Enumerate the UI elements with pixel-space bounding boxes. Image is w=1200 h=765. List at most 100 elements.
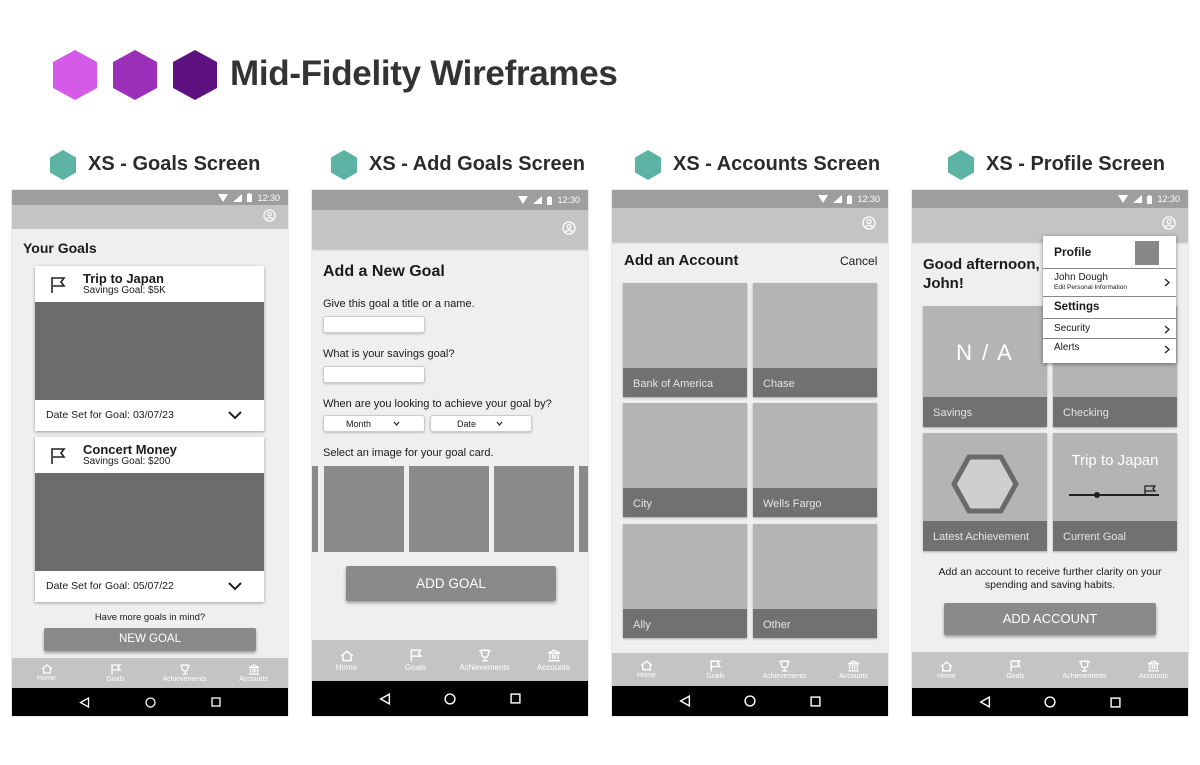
status-bar: 12:30 — [312, 190, 588, 210]
back-icon[interactable] — [79, 696, 90, 708]
chevron-down-icon — [393, 421, 400, 426]
image-option[interactable] — [409, 466, 489, 552]
greeting-line2: John! — [923, 275, 964, 292]
back-icon[interactable] — [979, 696, 991, 708]
nav-item-goals[interactable]: Goals — [381, 649, 450, 672]
chevron-down-icon[interactable] — [228, 411, 242, 420]
bottom-nav: Home Goals Achievements Accounts — [12, 658, 288, 688]
chevron-down-icon[interactable] — [228, 582, 242, 591]
hexagon-badge-icon — [951, 454, 1019, 514]
recents-icon[interactable] — [210, 697, 221, 707]
image-option[interactable] — [579, 466, 588, 552]
image-option[interactable] — [324, 466, 404, 552]
nav-item-achievements[interactable]: Achievements — [1050, 660, 1119, 680]
bottom-nav: Home Goals Achievements Accounts — [312, 640, 588, 681]
nav-item-achievements[interactable]: Achievements — [450, 649, 519, 672]
nav-item-goals[interactable]: Goals — [81, 663, 150, 683]
signal-icon — [233, 193, 243, 202]
account-circle-icon[interactable] — [562, 221, 576, 235]
bank-tile-bank-of-america[interactable]: Bank of America — [623, 283, 747, 397]
nav-item-home[interactable]: Home — [612, 660, 681, 679]
savings-tile[interactable]: N / A Savings — [923, 306, 1047, 427]
section-title-goals: XS - Goals Screen — [88, 153, 261, 175]
tile-label: City — [623, 488, 747, 517]
more-goals-prompt: Have more goals in mind? — [94, 612, 206, 623]
goal-subtitle: Savings Goal: $200 — [83, 456, 171, 467]
home-circle-icon[interactable] — [1044, 696, 1057, 708]
nav-item-home[interactable]: Home — [12, 664, 81, 682]
account-circle-icon[interactable] — [862, 216, 876, 230]
nav-item-accounts[interactable]: Accounts — [519, 649, 588, 672]
image-option[interactable] — [494, 466, 574, 552]
recents-icon[interactable] — [510, 693, 521, 704]
latest-achievement-tile[interactable]: Latest Achievement — [923, 433, 1047, 551]
home-circle-icon[interactable] — [145, 696, 156, 708]
nav-item-goals[interactable]: Goals — [681, 659, 750, 680]
bank-tile-chase[interactable]: Chase — [753, 283, 877, 397]
nav-item-achievements[interactable]: Achievements — [150, 663, 219, 683]
nav-label: Goals — [405, 663, 426, 672]
home-circle-icon[interactable] — [444, 692, 457, 705]
recents-icon[interactable] — [810, 695, 821, 707]
add-goal-button[interactable]: ADD GOAL — [346, 566, 556, 601]
nav-label: Accounts — [1139, 673, 1168, 680]
back-icon[interactable] — [679, 695, 691, 707]
home-circle-icon[interactable] — [744, 695, 757, 707]
current-goal-tile[interactable]: Trip to Japan Current Goal — [1053, 433, 1177, 551]
hexagon-icon — [948, 150, 974, 180]
image-option[interactable] — [312, 466, 318, 552]
menu-item-alerts[interactable]: Alerts — [1043, 339, 1176, 359]
nav-item-achievements[interactable]: Achievements — [750, 659, 819, 680]
savings-goal-input[interactable] — [323, 366, 425, 383]
status-time: 12:30 — [1157, 194, 1180, 204]
nav-label: Achievements — [1062, 673, 1107, 680]
nav-label: Achievements — [762, 672, 807, 680]
app-bar — [912, 208, 1188, 241]
nav-item-accounts[interactable]: Accounts — [819, 659, 888, 680]
bank-tile-city[interactable]: City — [623, 403, 747, 517]
section-title-profile: XS - Profile Screen — [986, 153, 1165, 175]
menu-item-security[interactable]: Security — [1043, 319, 1176, 338]
account-circle-icon[interactable] — [263, 209, 276, 222]
bank-tile-other[interactable]: Other — [753, 524, 877, 638]
status-time: 12:30 — [557, 195, 580, 205]
flag-icon — [710, 659, 722, 671]
nav-item-goals[interactable]: Goals — [981, 660, 1050, 680]
nav-label: Goals — [1006, 673, 1025, 680]
goal-image-placeholder — [35, 473, 264, 571]
nav-label: Achievements — [459, 663, 510, 672]
goal-card-concert-money[interactable]: Concert Money Savings Goal: $200 Date Se… — [35, 437, 264, 602]
recents-icon[interactable] — [1110, 696, 1121, 708]
tile-label: Current Goal — [1053, 521, 1177, 551]
month-select[interactable]: Month — [323, 415, 425, 432]
flag-icon — [51, 448, 66, 464]
chevron-right-icon — [1164, 325, 1170, 334]
system-nav-bar — [612, 686, 888, 716]
goal-subtitle: Savings Goal: $5K — [83, 285, 166, 296]
goal-image-placeholder — [35, 302, 264, 400]
date-select-value: Date — [457, 419, 477, 429]
account-circle-icon[interactable] — [1162, 216, 1176, 230]
home-icon — [640, 660, 653, 671]
back-icon[interactable] — [379, 692, 391, 705]
nav-item-home[interactable]: Home — [912, 660, 981, 680]
cancel-link[interactable]: Cancel — [840, 254, 878, 268]
tile-label: Ally — [623, 609, 747, 638]
greeting-line1: Good afternoon, — [923, 256, 1040, 273]
bank-tile-ally[interactable]: Ally — [623, 524, 747, 638]
goal-title-label: Give this goal a title or a name. — [323, 298, 475, 310]
add-account-button[interactable]: ADD ACCOUNT — [944, 603, 1156, 635]
phone-add-goal-screen: 12:30 Add a New Goal Give this goal a ti… — [312, 190, 588, 716]
menu-settings-heading: Settings — [1054, 301, 1100, 313]
new-goal-button[interactable]: NEW GOAL — [44, 628, 256, 651]
app-bar — [612, 208, 888, 241]
menu-item-personal-info[interactable]: John Dough Edit Personal Information — [1043, 269, 1176, 296]
nav-item-home[interactable]: Home — [312, 649, 381, 672]
goal-card-trip-to-japan[interactable]: Trip to Japan Savings Goal: $5K Date Set… — [35, 266, 264, 431]
nav-item-accounts[interactable]: Accounts — [1119, 660, 1188, 680]
goal-title-input[interactable] — [323, 316, 425, 333]
date-select[interactable]: Date — [430, 415, 532, 432]
bank-tile-wells-fargo[interactable]: Wells Fargo — [753, 403, 877, 517]
phone-profile-screen: 12:30 Good afternoon, John! N / A Saving… — [912, 190, 1188, 716]
nav-item-accounts[interactable]: Accounts — [219, 663, 288, 683]
